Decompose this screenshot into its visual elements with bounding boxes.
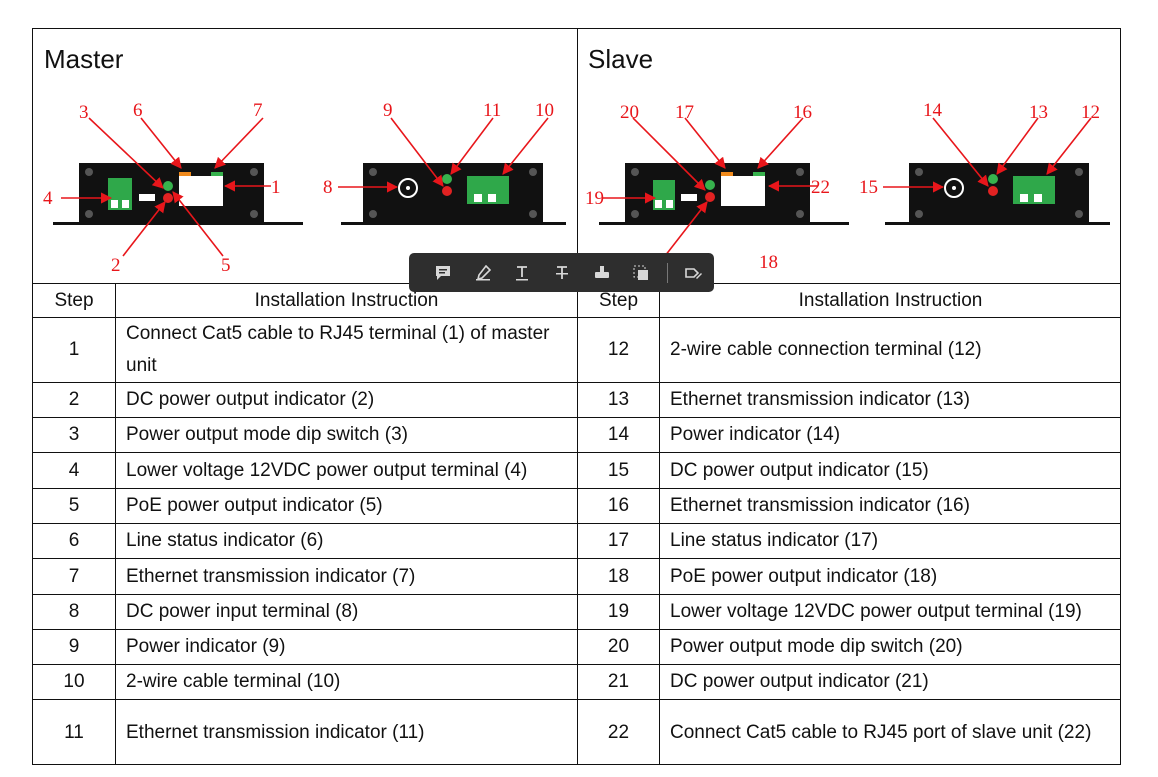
instruction-text: Line status indicator (6) (126, 530, 324, 551)
left-step-divider (115, 283, 116, 765)
row-divider (32, 382, 1121, 383)
callout-17: 17 (675, 102, 694, 123)
row-divider (32, 523, 1121, 524)
row-divider (32, 452, 1121, 453)
row-divider (32, 417, 1121, 418)
instruction-text: DC power output indicator (21) (670, 671, 929, 692)
step-number: 7 (68, 565, 80, 587)
callout-8: 8 (323, 177, 333, 198)
callout-9: 9 (383, 100, 393, 121)
callout-13: 13 (1029, 102, 1048, 123)
document-frame (32, 28, 1121, 765)
instruction-text: 2-wire cable terminal (10) (126, 671, 341, 692)
annotation-toolbar (409, 253, 714, 292)
callout-6: 6 (133, 100, 143, 121)
right-instruction-header: Installation Instruction (798, 289, 983, 311)
instruction-text: Lower voltage 12VDC power output termina… (126, 459, 528, 481)
callout-4: 4 (43, 188, 53, 209)
instruction-text: 2-wire cable connection terminal (12) (670, 339, 982, 360)
callout-7: 7 (253, 100, 263, 121)
instruction-text: Ethernet transmission indicator (7) (126, 565, 416, 587)
instruction-text: PoE power output indicator (5) (126, 495, 383, 516)
step-number: 16 (607, 495, 630, 516)
center-divider (577, 28, 578, 765)
stamp-icon[interactable] (582, 253, 622, 292)
instruction-text: DC power output indicator (2) (126, 389, 375, 410)
instruction-text: DC power input terminal (8) (126, 601, 359, 622)
instruction-text: PoE power output indicator (18) (670, 565, 938, 587)
device-diagrams: 3 6 7 4 1 2 5 9 11 10 8 20 17 16 19 22 1… (43, 100, 1110, 276)
step-number: 4 (68, 459, 80, 481)
step-number: 18 (607, 565, 630, 587)
step-number: 5 (68, 495, 80, 516)
right-step-divider (659, 283, 660, 765)
callout-18: 18 (759, 252, 778, 273)
area-select-icon[interactable] (622, 253, 662, 292)
instruction-text: Connect Cat5 cable to RJ45 terminal (1) … (126, 323, 550, 376)
step-number: 21 (607, 671, 630, 692)
step-number: 9 (68, 636, 80, 657)
step-number: 22 (607, 721, 630, 743)
callout-2: 2 (111, 255, 121, 276)
row-divider (32, 699, 1121, 700)
callout-3: 3 (79, 102, 89, 123)
instruction-text: DC power output indicator (15) (670, 459, 929, 481)
callout-20: 20 (620, 102, 639, 123)
step-number: 19 (607, 601, 630, 622)
step-number: 6 (68, 530, 80, 551)
callout-15: 15 (859, 177, 878, 198)
left-instruction-header: Installation Instruction (254, 289, 439, 311)
comment-icon[interactable] (423, 253, 463, 292)
highlighter-icon[interactable] (463, 253, 503, 292)
instruction-text: Power indicator (14) (670, 424, 841, 445)
instruction-text: Line status indicator (17) (670, 530, 879, 551)
instruction-text: Connect Cat5 cable to RJ45 port of slave… (670, 721, 1092, 743)
row-divider (32, 629, 1121, 630)
step-number: 17 (607, 530, 630, 551)
instruction-text: Power indicator (9) (126, 636, 286, 657)
left-step-header: Step (54, 289, 94, 311)
row-divider (32, 664, 1121, 665)
step-number: 11 (64, 721, 84, 743)
right-step-header: Step (598, 289, 639, 311)
callout-14: 14 (923, 100, 943, 121)
master-rear-panel (341, 163, 566, 225)
callout-12: 12 (1081, 102, 1100, 123)
callout-22: 22 (811, 177, 830, 198)
step-number: 13 (607, 389, 630, 410)
callout-10: 10 (535, 100, 554, 121)
row-divider (32, 594, 1121, 595)
row-divider (32, 317, 1121, 318)
master-title: Master (44, 44, 124, 74)
callout-11: 11 (483, 100, 501, 121)
text-underline-icon[interactable] (502, 253, 542, 292)
step-number: 14 (607, 424, 630, 445)
edit-tag-icon[interactable] (674, 253, 714, 292)
instruction-text: Power output mode dip switch (20) (670, 636, 963, 657)
callout-16: 16 (793, 102, 812, 123)
callout-19: 19 (585, 188, 604, 209)
step-number: 10 (63, 671, 85, 692)
instruction-text: Ethernet transmission indicator (11) (126, 721, 425, 743)
step-number: 20 (607, 636, 630, 657)
instruction-text: Ethernet transmission indicator (13) (670, 389, 970, 410)
step-number: 1 (68, 339, 80, 360)
step-number: 8 (68, 601, 80, 622)
instruction-text: Ethernet transmission indicator (16) (670, 495, 970, 516)
callout-1: 1 (271, 177, 281, 198)
text-strikethrough-icon[interactable] (542, 253, 582, 292)
toolbar-separator (667, 262, 669, 283)
master-rj45-panel (53, 163, 303, 225)
step-number: 3 (68, 424, 80, 445)
step-number: 15 (607, 459, 630, 481)
instruction-text: Lower voltage 12VDC power output termina… (670, 601, 1082, 622)
slave-title: Slave (588, 44, 654, 74)
callout-5: 5 (221, 255, 231, 276)
row-divider (32, 558, 1121, 559)
instruction-text: Power output mode dip switch (3) (126, 424, 408, 445)
step-number: 12 (607, 339, 630, 360)
step-number: 2 (68, 389, 80, 410)
row-divider (32, 488, 1121, 489)
